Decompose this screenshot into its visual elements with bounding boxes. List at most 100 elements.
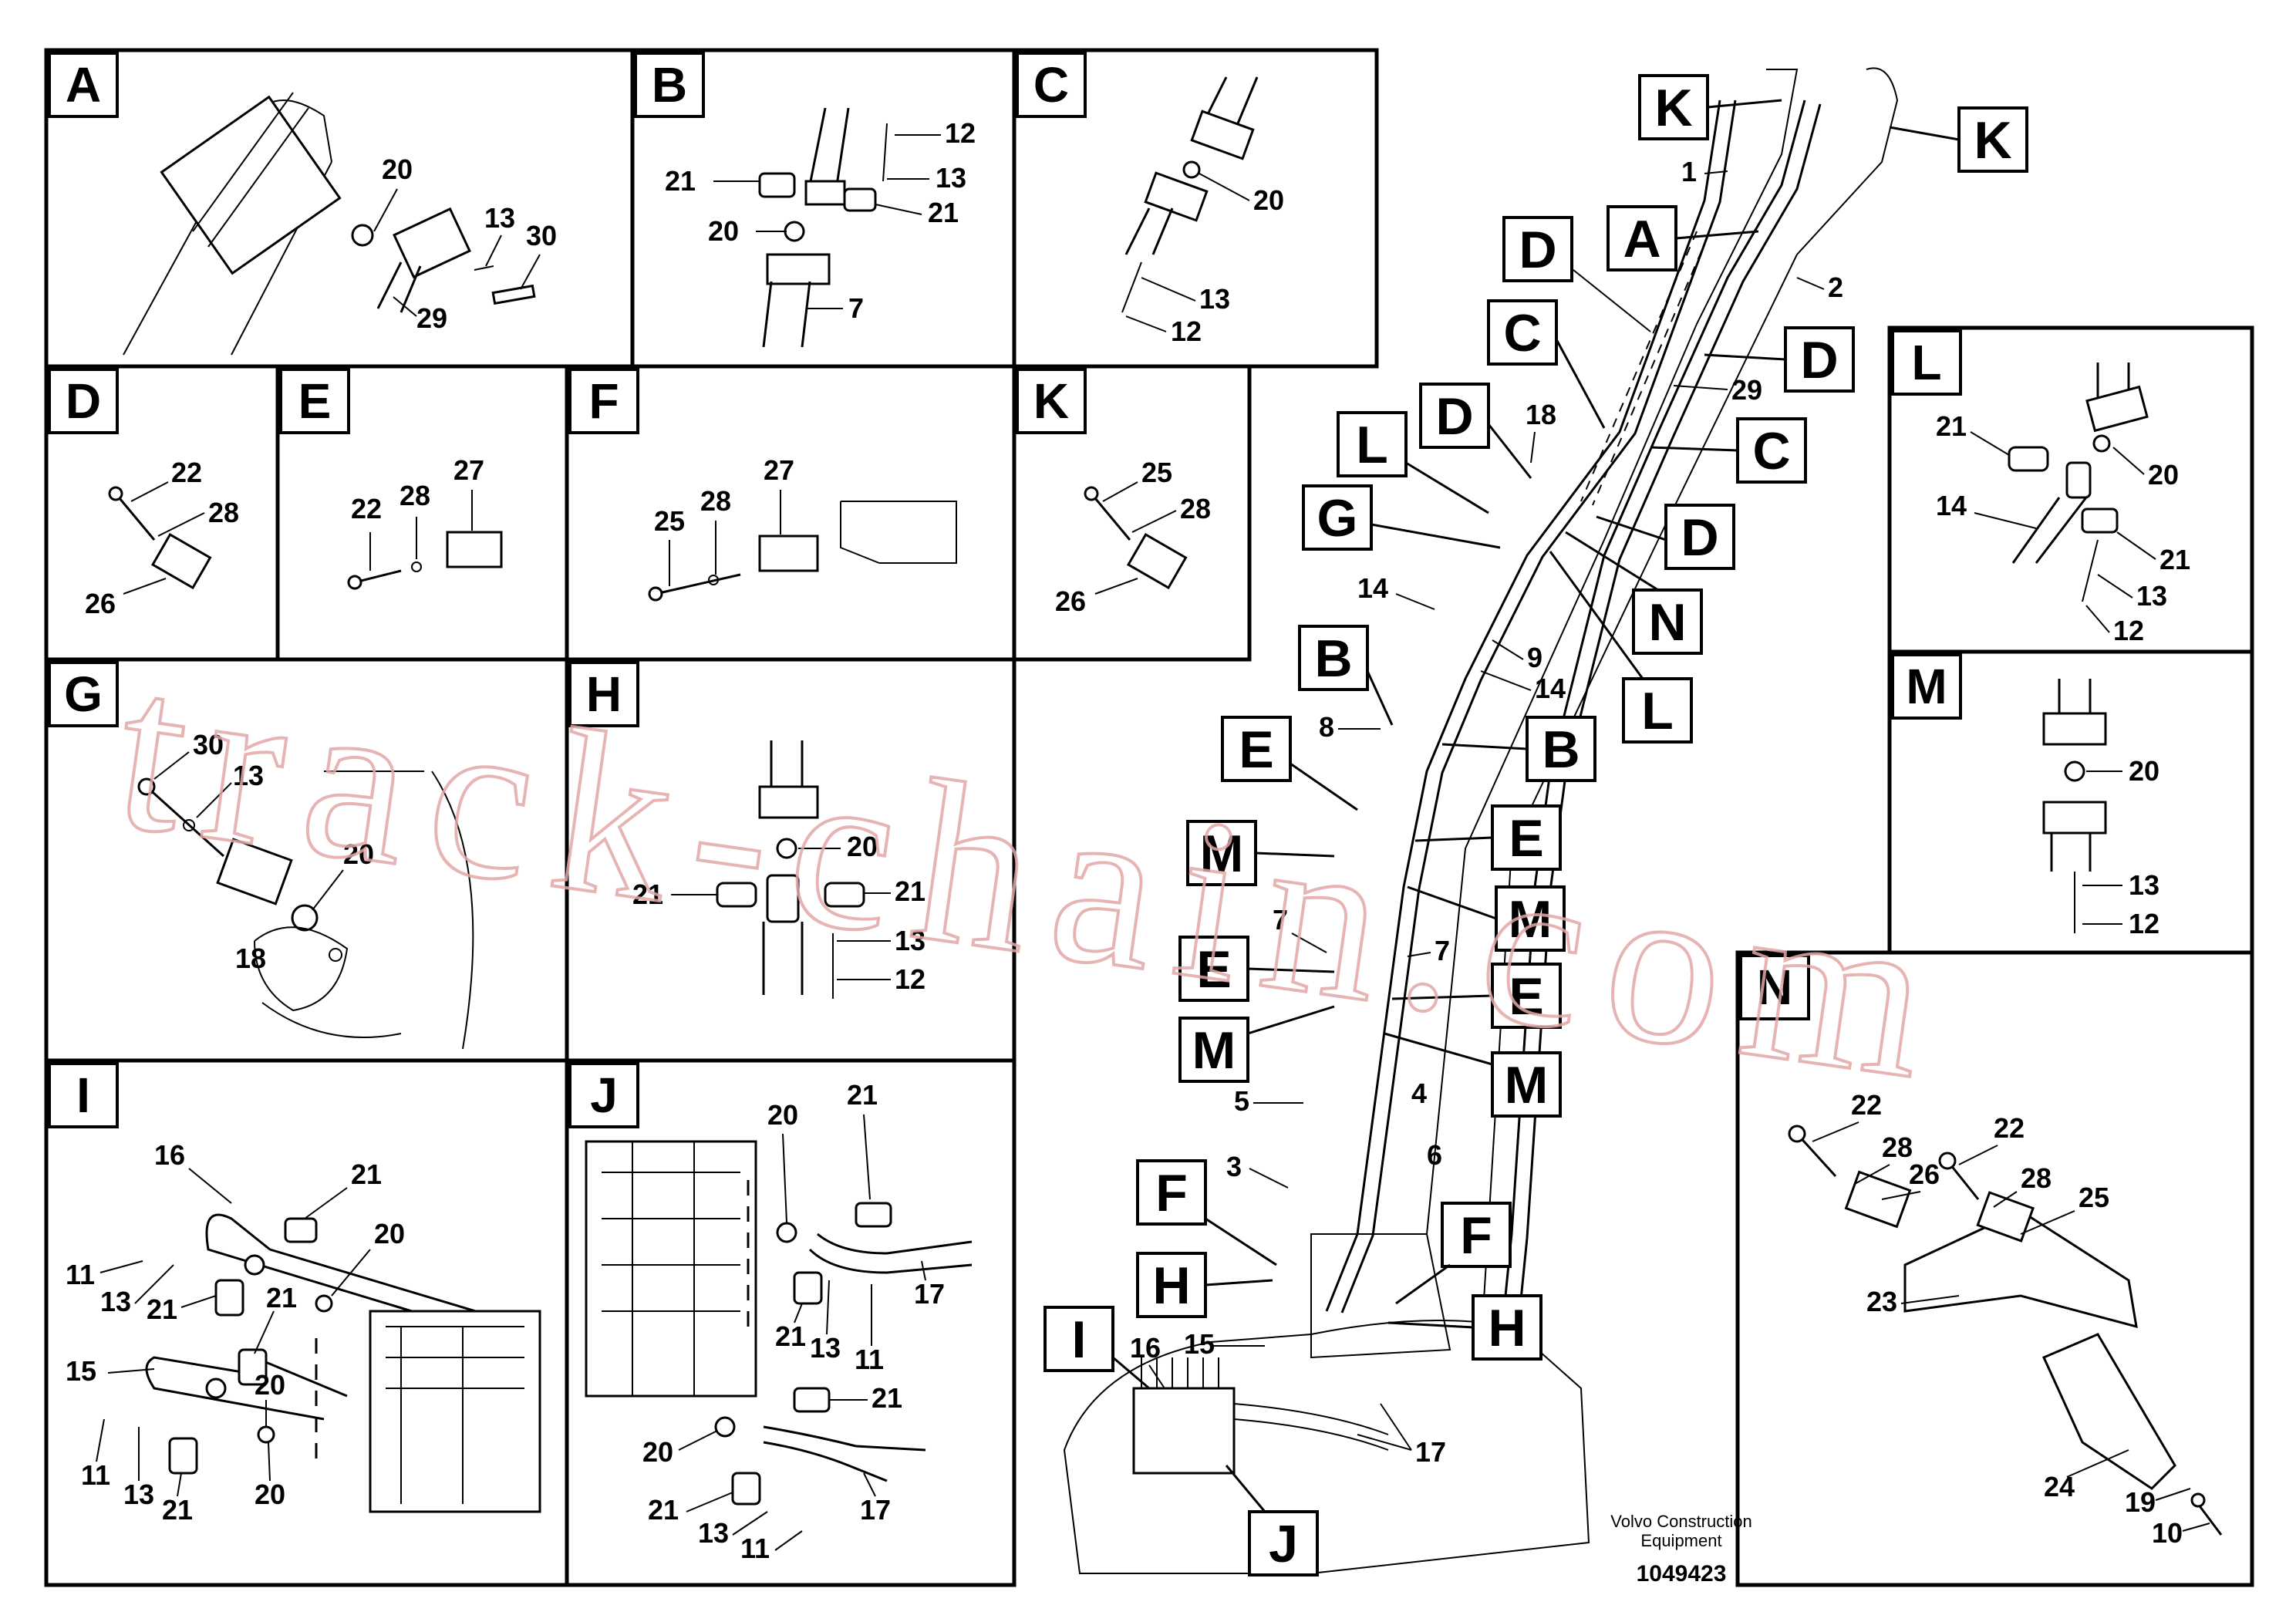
main-label: M: [1505, 1056, 1549, 1114]
label: 21: [632, 878, 663, 910]
label: 22: [1994, 1112, 2025, 1144]
label: 13: [233, 760, 264, 791]
main-label: B: [1542, 720, 1580, 779]
panel-frames: [44, 48, 2254, 1587]
label: 20: [847, 831, 878, 862]
label: 13: [810, 1332, 841, 1364]
main-label: I: [1072, 1310, 1087, 1369]
label: 12: [1171, 315, 1202, 347]
label: 18: [235, 943, 266, 974]
label: 30: [193, 729, 224, 760]
main-number: 17: [1415, 1436, 1446, 1468]
main-number: 3: [1226, 1151, 1242, 1182]
label: 28: [700, 485, 731, 517]
label: 21: [1936, 410, 1967, 442]
main-number: 5: [1234, 1085, 1249, 1117]
main-label: L: [1356, 416, 1388, 474]
panel-E: E 22 28 27: [279, 368, 503, 590]
main-label: J: [1269, 1515, 1298, 1573]
label: 20: [2148, 459, 2179, 491]
company-line-2: Equipment: [1640, 1531, 1721, 1550]
label: 20: [374, 1218, 405, 1249]
panel-D: D 22 28 26: [48, 368, 239, 619]
label: 27: [453, 454, 484, 486]
panel-K: K 25 28 26: [1016, 368, 1211, 617]
panel-letter: H: [586, 666, 622, 722]
panel-G: G 30 13 20 18: [48, 661, 474, 1050]
label: 29: [416, 302, 447, 334]
main-label: D: [1800, 331, 1838, 389]
main-label: D: [1681, 508, 1718, 567]
main-label: G: [1317, 489, 1358, 548]
label: 23: [1866, 1286, 1897, 1317]
label: 12: [895, 963, 925, 995]
label: 20: [2129, 755, 2159, 787]
main-number: 16: [1130, 1332, 1161, 1364]
panel-letter: N: [1757, 959, 1792, 1015]
main-label: E: [1239, 720, 1273, 779]
main-label: A: [1623, 210, 1660, 268]
label: 21: [648, 1494, 679, 1526]
label: 20: [767, 1099, 798, 1131]
panel-letter: F: [588, 373, 619, 429]
main-number: 2: [1828, 271, 1843, 303]
label: 12: [2113, 615, 2144, 646]
panel-B: B 12 21 13 20 21 7: [634, 52, 976, 348]
label: 11: [855, 1344, 884, 1375]
main-label: E: [1196, 940, 1231, 999]
label: 21: [775, 1320, 806, 1352]
main-label: M: [1509, 890, 1553, 949]
main-number: 7: [1273, 904, 1288, 936]
main-label: K: [1974, 111, 2011, 170]
label: 22: [351, 493, 382, 524]
panel-J: J 20 21 17 21 13 11 21 20 17 21 13 11: [568, 1062, 973, 1564]
label: 21: [928, 197, 959, 228]
label: 13: [698, 1517, 729, 1549]
main-label: E: [1509, 967, 1543, 1026]
main-number: 7: [1435, 935, 1450, 966]
label: 13: [100, 1286, 131, 1317]
label: 21: [147, 1293, 177, 1325]
main-label: B: [1314, 629, 1352, 688]
label: 11: [66, 1259, 95, 1290]
label: 22: [171, 457, 202, 488]
label: 27: [764, 454, 794, 486]
panel-I: I 16 21 20 11 13 21 21 15 20 11 13: [48, 1062, 541, 1526]
panel-A: A 20 13 30 29: [48, 52, 557, 356]
main-big-labels: K K A D D C D C L G: [1043, 74, 2028, 1576]
main-label: C: [1752, 422, 1790, 481]
main-number: 29: [1731, 374, 1762, 406]
main-number: 9: [1527, 642, 1542, 673]
footer: Volvo Construction Equipment 1049423: [1610, 1512, 1752, 1587]
label: 13: [895, 925, 925, 956]
panel-letter: L: [1911, 335, 1941, 390]
label: 13: [1199, 283, 1230, 315]
label: 30: [526, 220, 557, 251]
main-label: M: [1192, 1021, 1236, 1080]
main-number: 14: [1535, 673, 1566, 704]
main-label: F: [1460, 1206, 1492, 1265]
drawing-number: 1049423: [1637, 1561, 1727, 1587]
label: 21: [665, 165, 696, 197]
label: 26: [85, 588, 116, 619]
label: 20: [642, 1436, 673, 1468]
label: 21: [162, 1494, 193, 1526]
main-number: 8: [1319, 711, 1334, 743]
label: 17: [860, 1494, 891, 1526]
label: 25: [2079, 1182, 2109, 1213]
panel-L: L 21 20 14 21 13 12: [1891, 329, 2190, 646]
label: 13: [2136, 580, 2167, 612]
main-label: H: [1152, 1256, 1190, 1315]
label: 13: [2129, 869, 2159, 901]
main-number: 1: [1681, 156, 1697, 187]
label: 28: [1180, 493, 1211, 524]
label: 20: [708, 215, 739, 247]
panel-letter: A: [66, 57, 101, 113]
label: 28: [2021, 1162, 2052, 1194]
label: 21: [872, 1382, 902, 1414]
label: 11: [81, 1459, 110, 1491]
panel-letter: K: [1033, 373, 1069, 429]
main-number: 14: [1357, 572, 1388, 604]
panel-letter: G: [64, 666, 103, 722]
